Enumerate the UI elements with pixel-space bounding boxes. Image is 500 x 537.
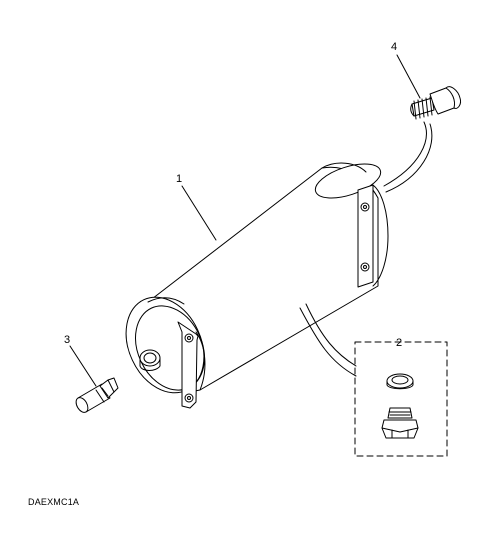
leader-line-4 (396, 54, 421, 99)
leader-line-3 (69, 345, 97, 387)
part-2-kit-box (354, 341, 448, 457)
seal-ring-part-2 (386, 373, 414, 390)
installation-arrow-4 (383, 121, 427, 187)
figure-reference-code: DAEXMC1A (28, 497, 80, 507)
installation-arrow-2 (299, 307, 357, 377)
leader-line-1 (181, 185, 217, 241)
callout-1: 1 (176, 173, 183, 185)
callout-4: 4 (391, 41, 398, 53)
canister-part-1 (125, 162, 389, 409)
drain-plug-part-2 (381, 407, 419, 439)
callout-3: 3 (64, 334, 71, 346)
bolt-part-4 (410, 86, 461, 120)
callout-2: 2 (396, 337, 403, 349)
fitting-part-3 (75, 377, 119, 413)
